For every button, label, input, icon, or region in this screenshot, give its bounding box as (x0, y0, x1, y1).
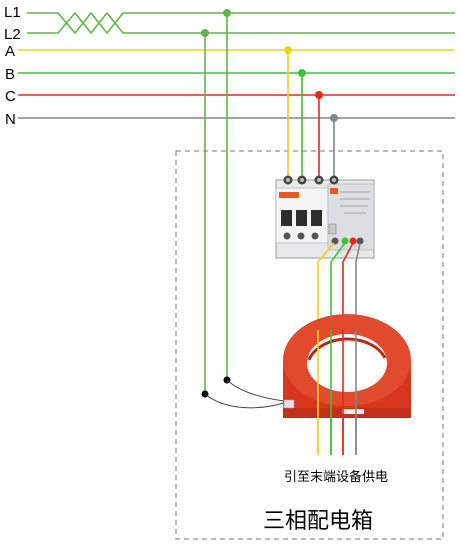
bus-l1 (27, 11, 455, 35)
junction-n (330, 114, 338, 122)
label-l2: L2 (4, 26, 21, 43)
box-title: 三相配电箱 (263, 508, 373, 533)
circuit-breaker (275, 175, 375, 259)
junction-b (298, 69, 306, 77)
signal-lead-2 (226, 379, 285, 402)
caption-downstream: 引至末端设备供电 (284, 469, 388, 484)
junction-a (284, 46, 292, 54)
label-a: A (5, 43, 15, 60)
current-transformer (283, 314, 411, 418)
label-l1: L1 (4, 4, 21, 21)
junction-c (315, 91, 323, 99)
label-n: N (5, 111, 16, 128)
junction-l2 (201, 29, 209, 37)
bus-l2 (27, 11, 455, 35)
junction-l1 (223, 9, 231, 17)
label-c: C (5, 88, 16, 105)
label-b: B (5, 66, 15, 83)
distribution-box-outline (175, 150, 444, 540)
signal-lead-1 (204, 393, 285, 409)
